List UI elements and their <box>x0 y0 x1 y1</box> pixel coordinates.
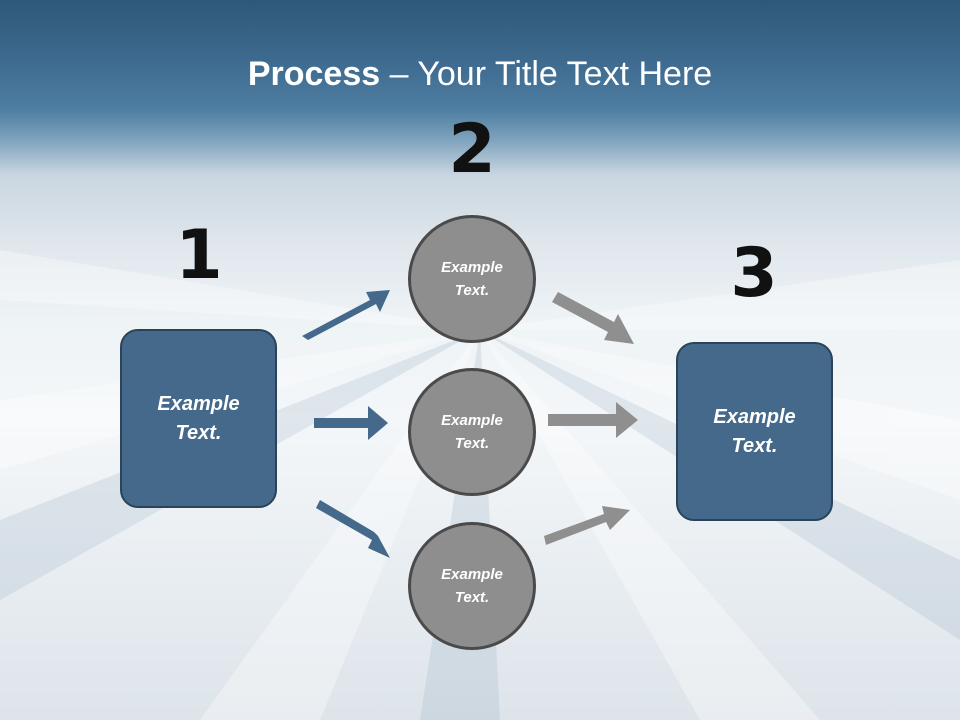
arrow-top-to-right <box>552 292 634 344</box>
title-rest: – Your Title Text Here <box>380 55 713 93</box>
step-number-3: 3 <box>730 234 778 313</box>
process-circle-middle: Example Text. <box>408 368 536 496</box>
slide-title: Process – Your Title Text Here <box>0 52 960 96</box>
arrow-left-to-top <box>302 290 390 340</box>
process-circle-top-label: Example Text. <box>441 259 503 299</box>
process-circle-top: Example Text. <box>408 215 536 343</box>
process-box-right-label: Example Text. <box>713 405 796 457</box>
title-bold: Process <box>247 55 381 93</box>
arrow-bottom-to-right <box>544 506 630 545</box>
arrow-middle-to-right <box>548 402 638 438</box>
process-box-left-label: Example Text. <box>157 392 240 444</box>
step-number-1: 1 <box>175 216 223 295</box>
process-box-right: Example Text. <box>676 342 833 521</box>
arrow-left-to-bottom <box>316 500 390 558</box>
step-number-2: 2 <box>448 110 496 189</box>
arrow-left-to-middle <box>314 406 388 440</box>
process-box-left: Example Text. <box>120 329 277 508</box>
process-circle-middle-label: Example Text. <box>441 412 503 452</box>
process-circle-bottom-label: Example Text. <box>441 566 503 606</box>
process-circle-bottom: Example Text. <box>408 522 536 650</box>
